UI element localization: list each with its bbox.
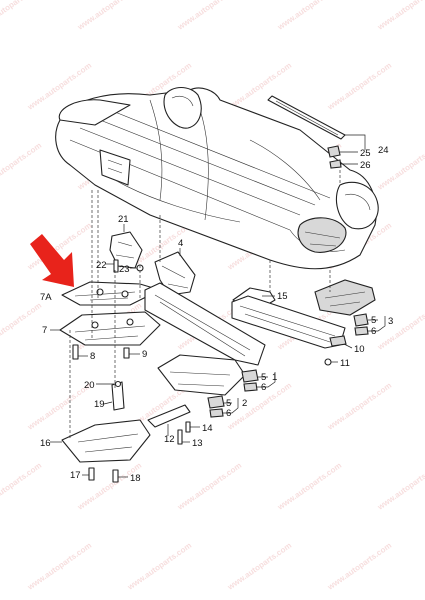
guide-lines (69, 170, 341, 440)
watermark-text: www.autoparts.com (375, 0, 425, 32)
watermark-text: www.autoparts.com (75, 0, 143, 32)
part-3-rear-shield (314, 279, 376, 316)
watermark-text: www.autoparts.com (175, 461, 243, 512)
watermark-text: www.autoparts.com (0, 0, 43, 32)
callout-21: 21 (118, 214, 129, 225)
callout-12: 12 (164, 434, 175, 445)
callout-19: 19 (94, 399, 105, 410)
clips-group-2 (207, 395, 239, 418)
part-4-panel (154, 248, 196, 296)
bolt-9 (123, 347, 140, 359)
watermark-text: www.autoparts.com (225, 381, 293, 432)
part-1-side-panel (144, 282, 266, 366)
callout-8: 8 (90, 351, 95, 362)
callout-14: 14 (202, 423, 213, 434)
watermark-text: www.autoparts.com (0, 141, 43, 192)
watermark-text: www.autoparts.com (25, 381, 93, 432)
callout-6c: 6 (371, 326, 376, 337)
callout-16: 16 (40, 438, 51, 449)
callout-5c: 5 (371, 315, 376, 326)
bracket-19 (103, 381, 125, 411)
watermark-text: www.autoparts.com (125, 541, 193, 592)
watermark-text: www.autoparts.com (325, 541, 393, 592)
callout-9: 9 (142, 349, 147, 360)
callout-7: 7 (42, 325, 47, 336)
callout-5b: 5 (226, 398, 231, 409)
bolt-13 (177, 429, 190, 445)
callout-17: 17 (70, 470, 81, 481)
watermark-text: www.autoparts.com (75, 461, 143, 512)
screw-20 (96, 380, 122, 388)
callout-26: 26 (360, 160, 371, 171)
callout-10: 10 (354, 344, 365, 355)
part-16-shield (50, 419, 151, 463)
red-indicator-arrow (30, 234, 74, 287)
bolt-8 (72, 344, 88, 360)
callout-7a: 7A (40, 292, 52, 303)
bolt-14 (185, 421, 200, 433)
callout-24: 24 (378, 145, 389, 156)
part-2-shield (157, 354, 246, 396)
callout-labels: 1 2 3 4 5 5 5 6 6 6 7 7A 8 9 10 11 12 13… (40, 145, 393, 484)
clips-group-10-11 (324, 335, 353, 366)
callout-15: 15 (277, 291, 288, 302)
clips-group-1 (241, 369, 276, 392)
part-12-bracket (147, 404, 191, 436)
bolt-22 (106, 259, 119, 273)
watermark-text: www.autoparts.com (25, 541, 93, 592)
callout-6b: 6 (226, 408, 231, 419)
callout-5a: 5 (261, 372, 266, 383)
callout-6a: 6 (261, 382, 266, 393)
callout-11: 11 (340, 358, 350, 369)
bolt-17 (82, 467, 95, 481)
callout-3: 3 (388, 316, 393, 327)
callout-20: 20 (84, 380, 95, 391)
clips-group-3 (353, 313, 386, 336)
part-rail-24 (267, 95, 366, 150)
bolt-18 (112, 469, 128, 483)
callout-13: 13 (192, 438, 203, 449)
callout-23: 23 (119, 264, 130, 275)
part-7-shield (50, 311, 161, 346)
watermark-text: www.autoparts.com (225, 541, 293, 592)
clips-25-26 (327, 145, 358, 169)
watermark-text: www.autoparts.com (0, 461, 43, 512)
watermark-text: www.autoparts.com (275, 461, 343, 512)
watermark-text: www.autoparts.com (275, 0, 343, 32)
callout-2: 2 (242, 398, 247, 409)
watermark-text: www.autoparts.com (375, 461, 425, 512)
watermark-text: www.autoparts.com (325, 381, 393, 432)
watermark-text: www.autoparts.com (375, 301, 425, 352)
callout-18: 18 (130, 473, 141, 484)
callout-4: 4 (178, 238, 183, 249)
watermark-text: www.autoparts.com (175, 0, 243, 32)
callout-25: 25 (360, 148, 371, 159)
car-underbody (55, 86, 379, 270)
callout-22: 22 (96, 260, 107, 271)
watermark-text: www.autoparts.com (0, 301, 43, 352)
watermark-text: www.autoparts.com (325, 61, 393, 112)
callout-1: 1 (272, 372, 277, 383)
